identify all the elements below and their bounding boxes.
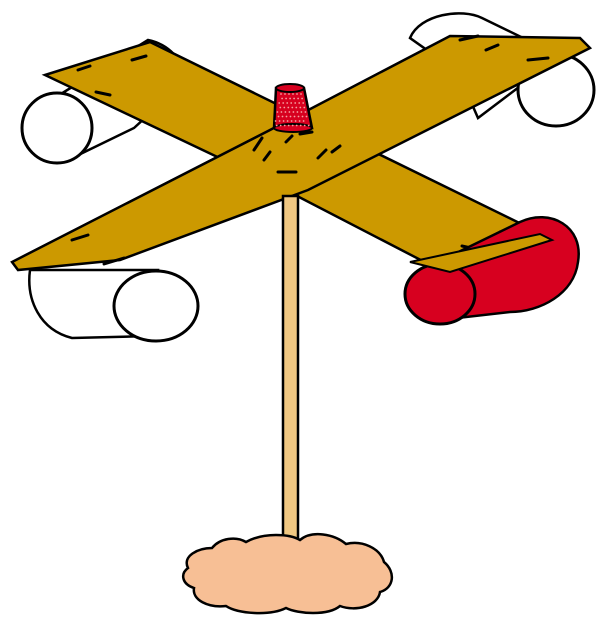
thimble-dimple	[296, 125, 298, 127]
thimble-dimple	[279, 120, 281, 122]
thimble-dimple	[278, 102, 280, 104]
thimble-dimple	[280, 93, 282, 95]
thimble-dimple	[303, 107, 305, 109]
thimble-dimple	[298, 102, 300, 104]
thimble-dimple	[286, 116, 288, 118]
thimble-dimple	[287, 107, 289, 109]
thimble-dimple	[301, 98, 303, 100]
thimble-dimple	[288, 93, 290, 95]
thimble-dimple	[303, 120, 305, 122]
thimble-dimple	[281, 111, 283, 113]
thimble-dimple	[306, 116, 308, 118]
thimble-dimple	[302, 116, 304, 118]
thimble-dimple	[297, 98, 299, 100]
base	[183, 534, 392, 613]
thimble-dimple	[290, 102, 292, 104]
thimble-dimple	[278, 116, 280, 118]
thimble-dimple	[302, 102, 304, 104]
post	[283, 196, 298, 539]
thimble-dimple	[300, 93, 302, 95]
thimble-dimple	[282, 116, 284, 118]
thimble-dimple	[284, 125, 286, 127]
thimble-dimple	[297, 111, 299, 113]
thimble-dimple	[301, 111, 303, 113]
thimble-dimple	[285, 111, 287, 113]
thimble-dimple	[293, 111, 295, 113]
thimble-dimple	[294, 116, 296, 118]
thimble-dimple	[276, 125, 278, 127]
thimble-dimple	[299, 120, 301, 122]
cup-rim	[114, 271, 198, 341]
thimble-dimple	[293, 98, 295, 100]
thimble-dimple	[283, 120, 285, 122]
thimble-dimple	[281, 98, 283, 100]
thimble-dimple	[282, 102, 284, 104]
thimble-dimple	[296, 93, 298, 95]
thimble-dimple	[299, 107, 301, 109]
thimble-dimple	[280, 125, 282, 127]
thimble-dimple	[284, 93, 286, 95]
thimble-dimple	[289, 98, 291, 100]
thimble-dimple	[277, 111, 279, 113]
thimble-dimple	[295, 107, 297, 109]
base-mound	[183, 534, 392, 613]
thimble-dimple	[291, 107, 293, 109]
thimble-dimple	[308, 125, 310, 127]
thimble-dimple	[279, 107, 281, 109]
thimble-dimple	[294, 102, 296, 104]
thimble-dimple	[298, 116, 300, 118]
thimble-dimple	[275, 120, 277, 122]
thimble-dimple	[285, 98, 287, 100]
thimble-dimple	[287, 120, 289, 122]
thimble-dimple	[300, 125, 302, 127]
thimble-dimple	[289, 111, 291, 113]
thimble-top	[276, 84, 304, 92]
cup-rim	[22, 93, 92, 163]
thimble-dimple	[295, 120, 297, 122]
cup-rim	[405, 264, 475, 324]
thimble-dimple	[292, 125, 294, 127]
thimble-dimple	[305, 111, 307, 113]
thimble-dimple	[283, 107, 285, 109]
thimble-dimple	[292, 93, 294, 95]
thimble-dimple	[304, 125, 306, 127]
thimble-dimple	[286, 102, 288, 104]
post-dowel	[283, 196, 298, 539]
thimble-dimple	[290, 116, 292, 118]
thimble-dimple	[288, 125, 290, 127]
thimble-dimple	[291, 120, 293, 122]
cup-front-left	[29, 270, 198, 341]
